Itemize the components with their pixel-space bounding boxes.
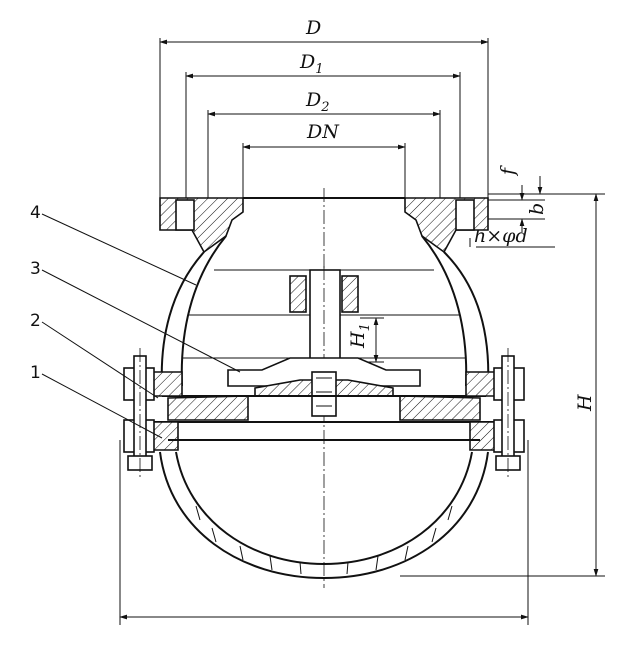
dim-label-dn: DN — [306, 121, 340, 143]
dim-label-h1: H1 — [347, 323, 373, 349]
valve-body — [123, 188, 525, 588]
dim-label-d2: D2 — [305, 89, 330, 115]
dimension-lines — [119, 38, 605, 625]
part-number-4: 4 — [30, 203, 41, 223]
dim-label-h: H — [574, 394, 596, 412]
dim-label-d1: D1 — [299, 51, 324, 77]
dim-label-f: f — [497, 165, 519, 177]
part-number-3: 3 — [30, 259, 41, 279]
part-number-1: 1 — [30, 363, 41, 383]
dim-label-d: D — [305, 17, 321, 39]
leader-lines — [41, 213, 241, 439]
dim-label-b: b — [526, 203, 548, 215]
part-number-2: 2 — [30, 311, 41, 331]
